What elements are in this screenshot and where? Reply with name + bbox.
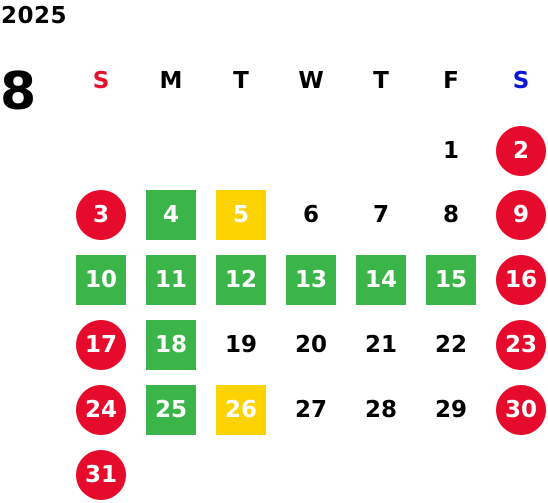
day-16-holiday-circle: 16 [496,255,546,305]
weekday-wednesday: W [298,68,324,94]
day-24-holiday-circle: 24 [76,385,126,435]
year-label: 2025 [1,3,68,29]
day-5-yellow-box: 5 [216,190,266,240]
day-19: 19 [224,332,257,358]
day-27: 27 [294,397,327,423]
day-30-holiday-circle: 30 [496,385,546,435]
weekday-tuesday: T [233,68,249,94]
day-12-green-box: 12 [216,255,266,305]
month-number: 8 [0,62,37,122]
day-31-holiday-circle: 31 [76,450,126,500]
day-10-green-box: 10 [76,255,126,305]
day-2-holiday-circle: 2 [496,126,546,176]
day-18-green-box: 18 [146,320,196,370]
day-9-holiday-circle: 9 [496,190,546,240]
day-14-green-box: 14 [356,255,406,305]
day-28: 28 [364,397,397,423]
weekday-friday: F [443,68,459,94]
day-8: 8 [442,202,459,228]
day-23-holiday-circle: 23 [496,320,546,370]
day-26-yellow-box: 26 [216,385,266,435]
day-22: 22 [434,332,467,358]
weekday-saturday: S [512,68,530,94]
day-17-holiday-circle: 17 [76,320,126,370]
weekday-thursday: T [373,68,389,94]
day-7: 7 [372,202,389,228]
weekday-sunday: S [92,68,110,94]
day-11-green-box: 11 [146,255,196,305]
weekday-monday: M [159,68,183,94]
day-25-green-box: 25 [146,385,196,435]
day-29: 29 [434,397,467,423]
day-3-holiday-circle: 3 [76,190,126,240]
day-6: 6 [302,202,319,228]
day-15-green-box: 15 [426,255,476,305]
day-13-green-box: 13 [286,255,336,305]
day-20: 20 [294,332,327,358]
day-1: 1 [442,138,459,164]
day-21: 21 [364,332,397,358]
day-4-green-box: 4 [146,190,196,240]
